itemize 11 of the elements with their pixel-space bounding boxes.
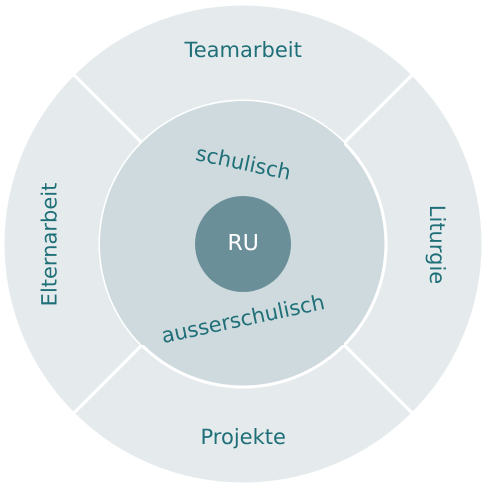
ring-segment (73, 345, 413, 484)
segment-label: Elternarbeit (38, 182, 60, 306)
ring-segment (73, 4, 413, 143)
ring-segment (344, 74, 483, 414)
segment-label: Liturgie (426, 204, 448, 284)
center-circle (195, 196, 291, 292)
center-label: RU (228, 233, 259, 255)
segment-label: Projekte (200, 427, 286, 448)
circle-label: schulisch (193, 142, 292, 184)
ring-segment (3, 74, 142, 414)
segment-label: Teamarbeit (184, 40, 302, 61)
